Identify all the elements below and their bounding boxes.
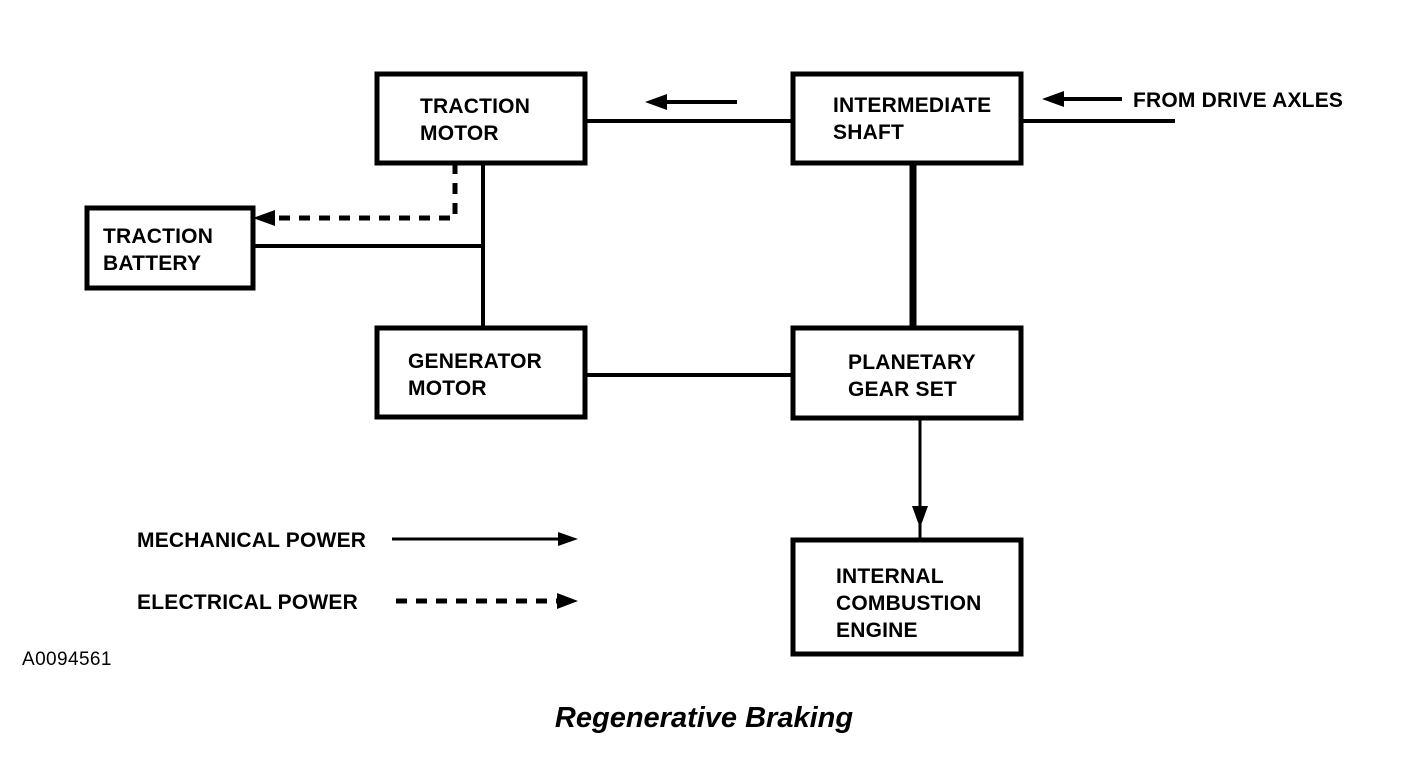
figure-caption: Regenerative Braking	[555, 702, 853, 734]
arrow-shaft-to-motor-head	[645, 94, 667, 110]
node-internal-combustion-engine-box	[790, 537, 1024, 657]
legend-mechanical-power-arrow-icon	[558, 532, 578, 546]
node-generator-motor-label-line1: GENERATOR	[408, 350, 542, 373]
legend-mechanical-power-label: MECHANICAL POWER	[137, 529, 366, 552]
node-engine-label-line2: COMBUSTION	[836, 592, 982, 615]
node-planetary-gear-set-label-line2: GEAR SET	[848, 378, 957, 401]
node-generator-motor[interactable]: GENERATOR MOTOR	[374, 325, 588, 420]
node-engine-label-line3: ENGINE	[836, 619, 918, 642]
node-intermediate-shaft-label-line1: INTERMEDIATE	[833, 94, 991, 117]
node-planetary-gear-set-box	[790, 325, 1024, 421]
node-planetary-gear-set-label-line1: PLANETARY	[848, 351, 976, 374]
node-traction-battery-label-line1: TRACTION	[103, 225, 213, 248]
node-traction-motor-label-line2: MOTOR	[420, 122, 499, 145]
node-engine-label-line1: INTERNAL	[836, 565, 944, 588]
figure-id-code: A0094561	[22, 649, 112, 670]
arrow-from-drive-axles-head	[1042, 91, 1064, 107]
from-drive-axles-label: FROM DRIVE AXLES	[1133, 89, 1343, 112]
node-traction-battery-box	[84, 205, 256, 291]
node-generator-motor-label-line2: MOTOR	[408, 377, 487, 400]
arrow-to-engine-head	[912, 506, 928, 528]
legend-electrical-power-label: ELECTRICAL POWER	[137, 591, 358, 614]
node-traction-motor-box	[374, 71, 588, 166]
node-traction-battery-label-line2: BATTERY	[103, 252, 201, 275]
legend-electrical-power-arrow-icon	[557, 593, 578, 609]
node-traction-motor-label-line1: TRACTION	[420, 95, 530, 118]
link-traction-motor-to-traction-battery-electrical	[268, 163, 458, 221]
node-planetary-gear-set[interactable]: PLANETARY GEAR SET	[790, 325, 1024, 421]
node-traction-motor[interactable]: TRACTION MOTOR	[374, 71, 588, 166]
arrow-electrical-to-battery-head	[253, 210, 275, 226]
node-intermediate-shaft[interactable]: INTERMEDIATE SHAFT	[790, 71, 1024, 166]
node-intermediate-shaft-box	[790, 71, 1024, 166]
node-intermediate-shaft-label-line2: SHAFT	[833, 121, 904, 144]
node-traction-battery[interactable]: TRACTION BATTERY	[84, 205, 256, 291]
node-internal-combustion-engine[interactable]: INTERNAL COMBUSTION ENGINE	[790, 537, 1024, 657]
node-generator-motor-box	[374, 325, 588, 420]
legend: MECHANICAL POWER ELECTRICAL POWER	[137, 529, 578, 614]
